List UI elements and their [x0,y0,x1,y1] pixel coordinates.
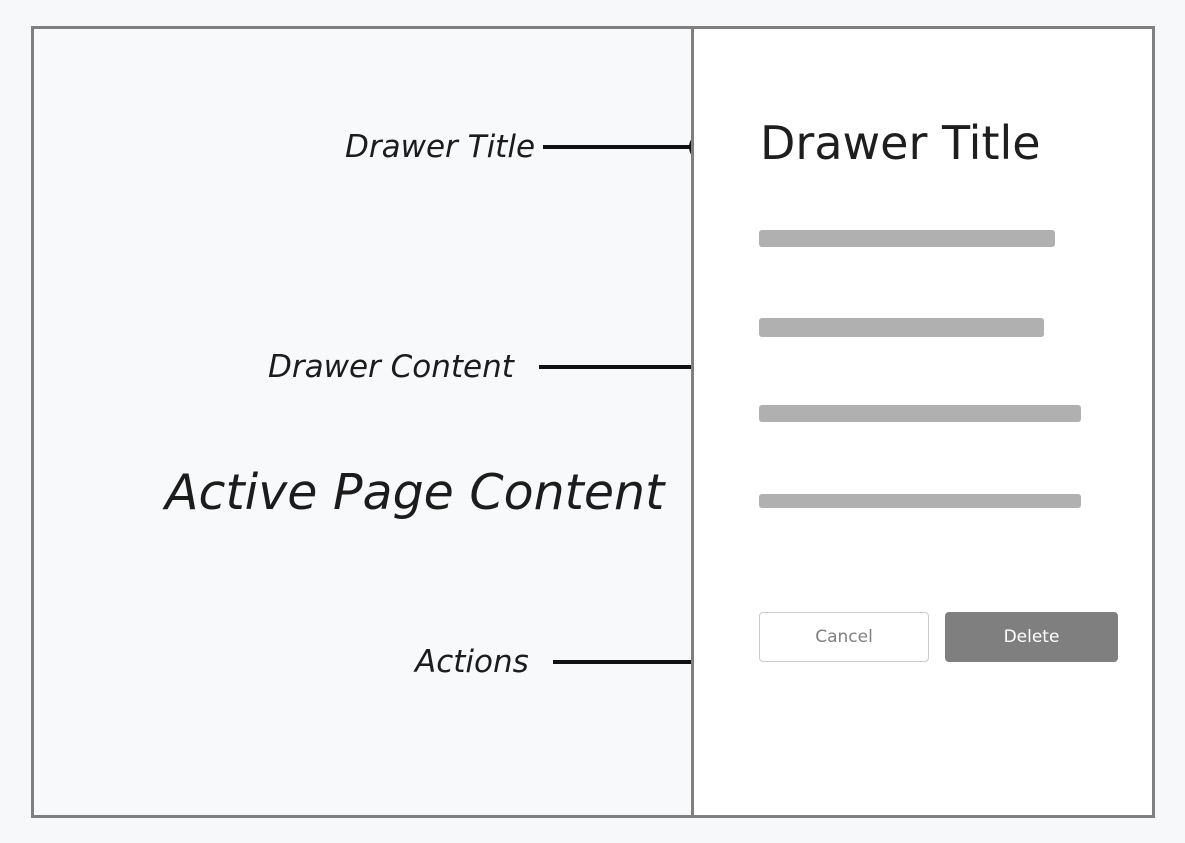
callout-drawer-actions-label: Actions [415,643,529,680]
drawer-content-placeholder-bar [759,494,1081,508]
drawer-content-placeholder-bar [759,318,1044,337]
callout-leader-line [538,365,704,369]
callout-leader-line [552,660,750,664]
app-frame: Active Page Content Drawer Title Drawer … [31,26,1155,818]
delete-button[interactable]: Delete [945,612,1118,662]
active-page-content-label: Active Page Content [165,464,665,521]
callout-drawer-content: Drawer Content [268,347,732,387]
drawer-actions-row: Cancel Delete [759,612,1118,662]
cancel-button[interactable]: Cancel [759,612,929,662]
drawer-content-placeholder-bar [759,405,1081,422]
panel-divider [691,29,694,815]
active-page-panel: Active Page Content Drawer Title Drawer … [34,29,778,815]
callout-drawer-title: Drawer Title [345,127,720,167]
drawer-title: Drawer Title [760,116,1041,170]
drawer-content-placeholder-bar [759,230,1055,247]
drawer-panel: Drawer Title Cancel Delete [694,29,1152,815]
callout-drawer-content-label: Drawer Content [268,348,514,385]
callout-leader-line [543,145,692,149]
callout-drawer-title-label: Drawer Title [345,128,536,165]
